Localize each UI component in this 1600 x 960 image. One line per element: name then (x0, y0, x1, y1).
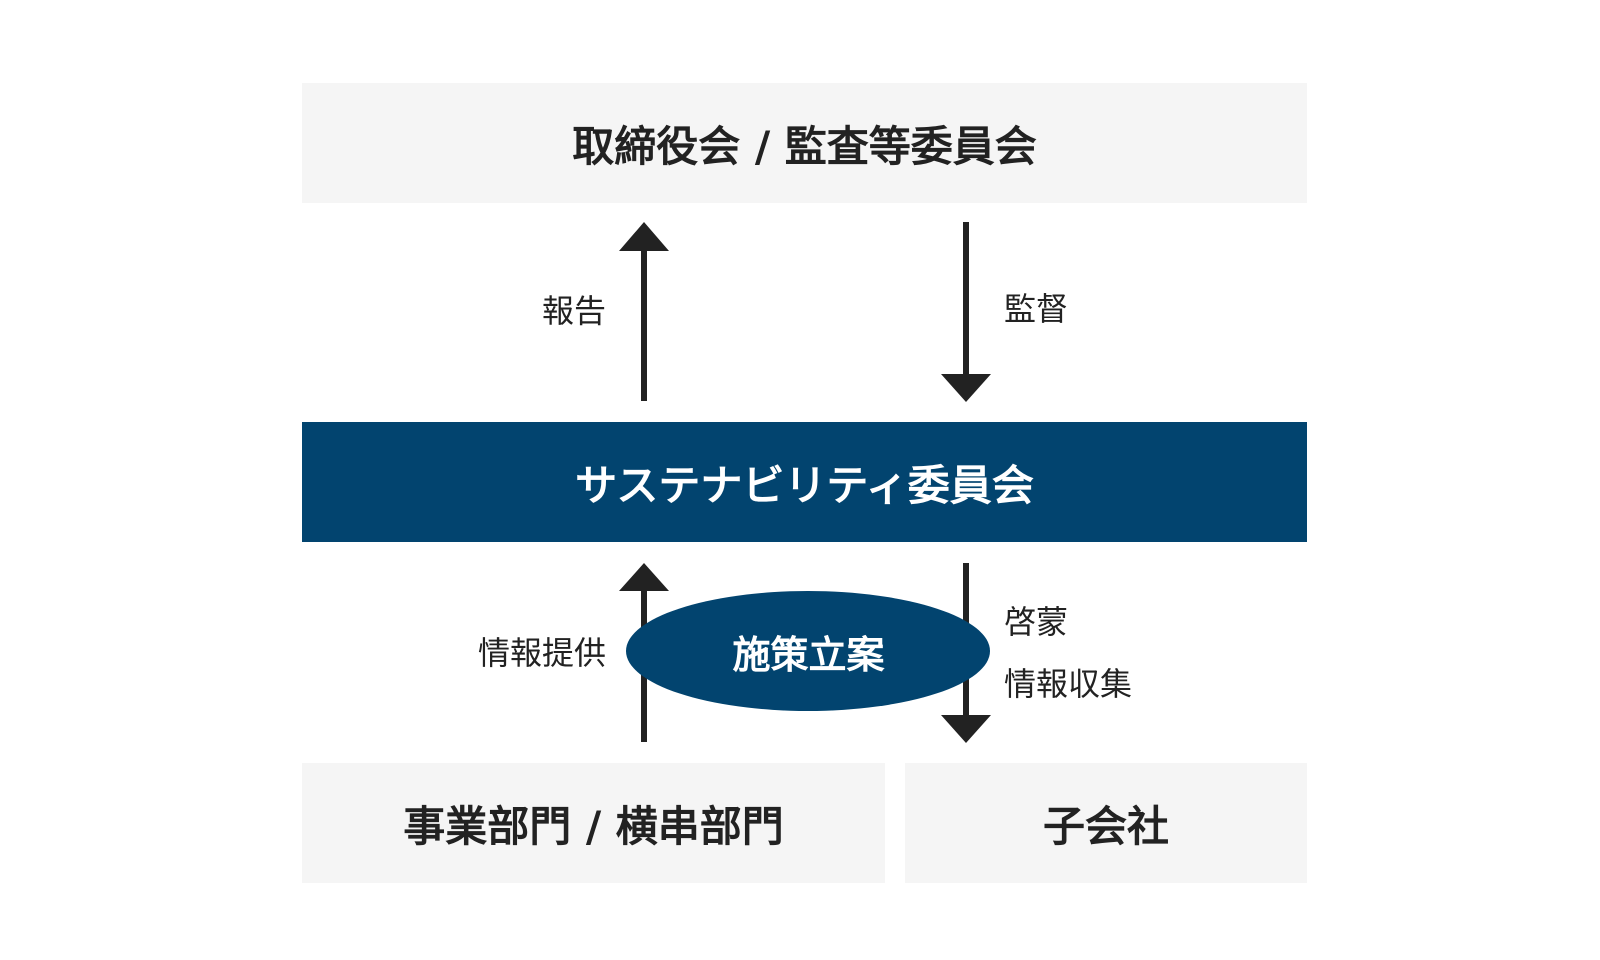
business-label: 事業部門 / 横串部門 (403, 801, 784, 851)
report-arrow (619, 222, 669, 401)
policy-planning-label: 施策立案 (732, 632, 885, 677)
business-departments-box: 事業部門 / 横串部門 (302, 763, 885, 883)
enlighten-label: 啓蒙 (1004, 603, 1069, 641)
board-label: 取締役会 / 監査等委員会 (572, 121, 1037, 171)
subsidiary-label: 子会社 (1042, 801, 1169, 851)
report-label: 報告 (541, 292, 606, 330)
supervise-arrow (941, 222, 991, 402)
committee-label: サステナビリティ委員会 (575, 460, 1034, 510)
info-collect-label: 情報収集 (1004, 665, 1133, 703)
info-provide-label: 情報提供 (477, 634, 606, 672)
policy-planning-ellipse (626, 591, 990, 711)
subsidiary-box: 子会社 (905, 763, 1307, 883)
board-box: 取締役会 / 監査等委員会 (302, 83, 1307, 203)
supervise-label: 監督 (1004, 290, 1069, 328)
sustainability-committee-box: サステナビリティ委員会 (302, 422, 1307, 542)
